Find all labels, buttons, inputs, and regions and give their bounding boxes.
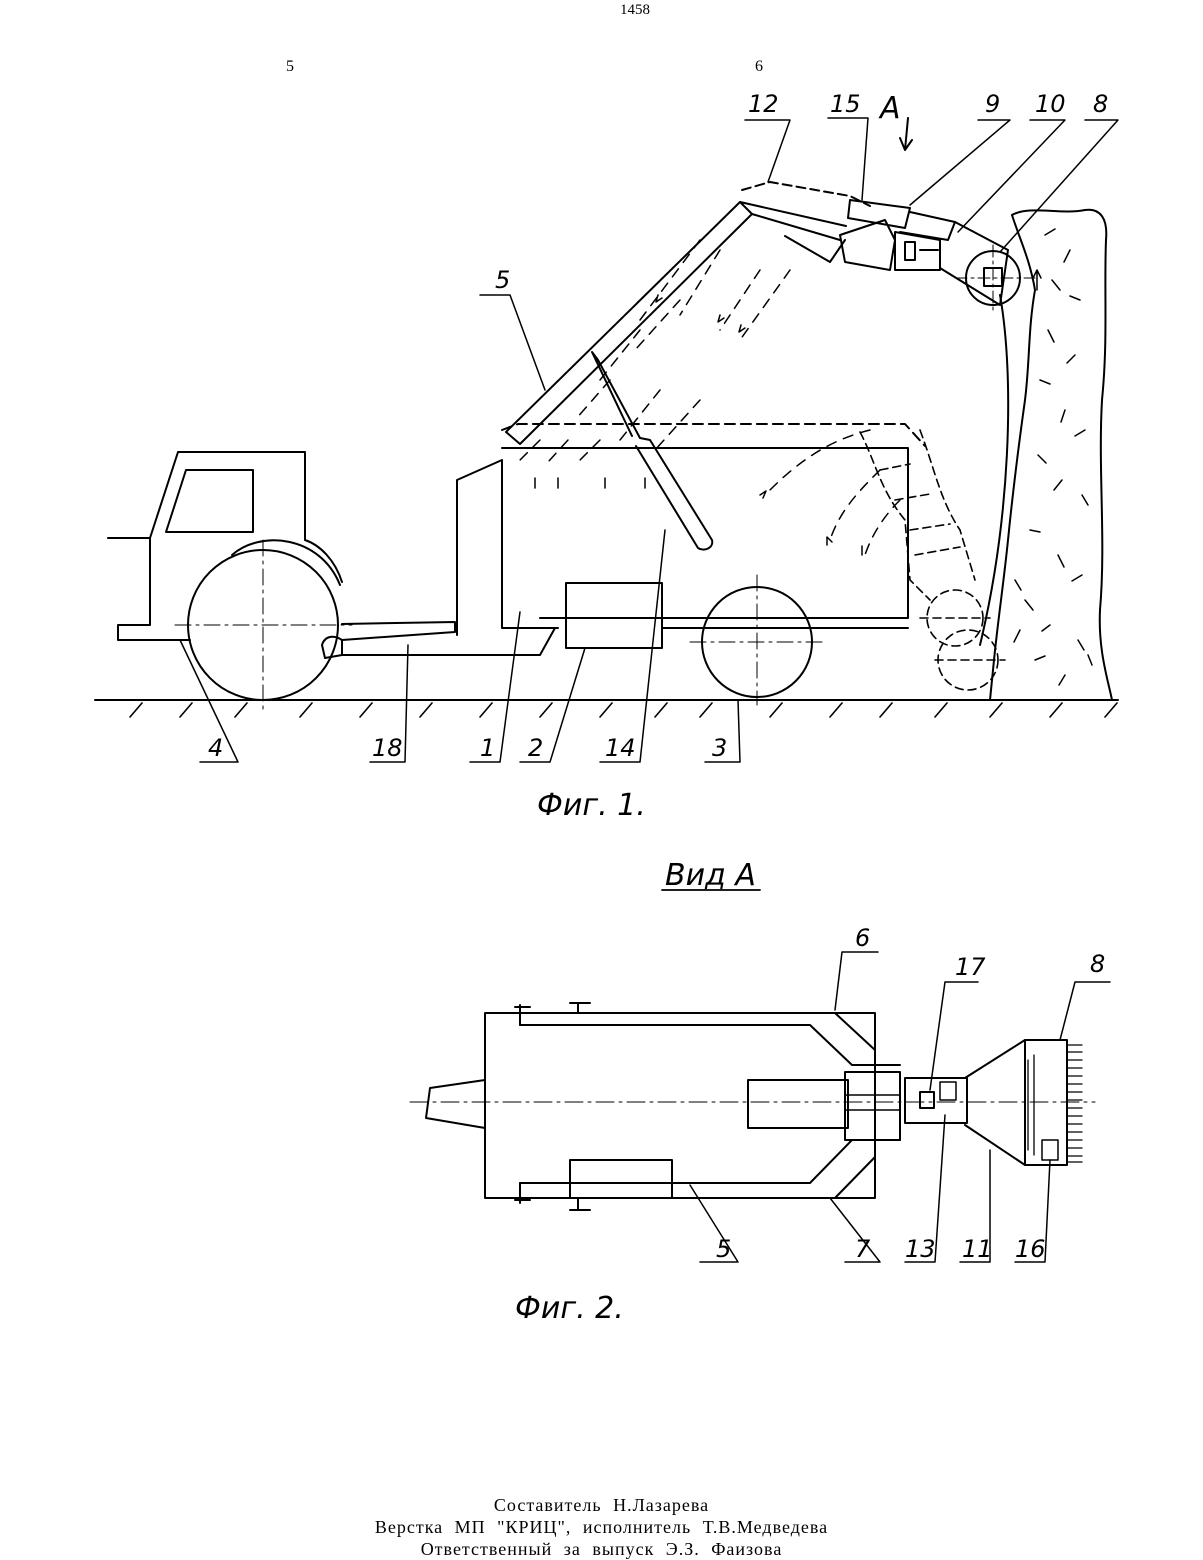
label-1: 1	[480, 734, 495, 762]
coupling	[905, 1078, 967, 1123]
label-15: 15	[830, 90, 861, 118]
label-5-fig2: 5	[716, 1235, 731, 1263]
label-12: 12	[748, 90, 779, 118]
label-4: 4	[208, 734, 223, 762]
footer-responsible: Ответственный за выпуск Э.З. Фаизова	[0, 1539, 1203, 1560]
drawbar	[426, 1080, 485, 1128]
rotor-teeth	[1028, 1045, 1082, 1162]
shaft	[748, 1080, 848, 1128]
label-10: 10	[1035, 90, 1066, 118]
soil-pile-front	[990, 215, 1035, 700]
figure-2-caption: Фиг. 2.	[515, 1291, 624, 1326]
bolts	[515, 1003, 590, 1210]
frame-inner-bottom	[520, 1140, 900, 1183]
frame	[485, 1013, 875, 1198]
boom-head-12-dashed	[742, 182, 870, 206]
label-9: 9	[985, 90, 1000, 118]
figure-1-drawing	[95, 182, 1118, 717]
label-11: 11	[962, 1235, 993, 1263]
label-8: 8	[1093, 90, 1108, 118]
label-8-fig2: 8	[1090, 950, 1105, 978]
label-3: 3	[712, 734, 727, 762]
truck-cab	[108, 452, 342, 640]
label-6: 6	[855, 924, 870, 952]
label-5: 5	[495, 266, 510, 294]
label-17: 17	[955, 953, 986, 981]
soil-texture	[1014, 229, 1092, 685]
hub	[845, 1072, 900, 1140]
conveyor-belt-curve	[980, 295, 1008, 645]
view-arrow-a	[900, 118, 912, 150]
box-5	[570, 1160, 672, 1198]
soil-pile	[1012, 210, 1112, 700]
label-18: 18	[372, 734, 403, 762]
ground-hatching	[130, 703, 1117, 717]
footer-compiler: Составитель Н.Лазарева	[0, 1495, 1203, 1516]
trailer-body	[457, 448, 908, 635]
flow-lines	[520, 240, 900, 555]
view-a-title: Вид А	[665, 858, 756, 893]
rotor-lowered-position	[860, 430, 1005, 690]
wheel-arch	[232, 540, 340, 585]
truck-window	[166, 470, 253, 532]
boom-head-12	[740, 202, 846, 262]
figure-2-drawing	[410, 1003, 1095, 1210]
label-7: 7	[855, 1235, 871, 1263]
figure-1-caption: Фиг. 1.	[537, 788, 646, 823]
label-13: 13	[905, 1235, 936, 1263]
label-14: 14	[605, 734, 636, 762]
strut-14	[592, 352, 712, 550]
frame-inner-top	[520, 1025, 900, 1065]
label-2: 2	[528, 734, 543, 762]
boom-5	[506, 202, 752, 444]
label-16: 16	[1015, 1235, 1046, 1263]
footer-layout: Верстка МП "КРИЦ", исполнитель Т.В.Медве…	[0, 1517, 1203, 1538]
view-marker-a: A	[878, 91, 901, 126]
equipment-box-2	[566, 583, 662, 648]
drive-motor	[840, 200, 955, 270]
